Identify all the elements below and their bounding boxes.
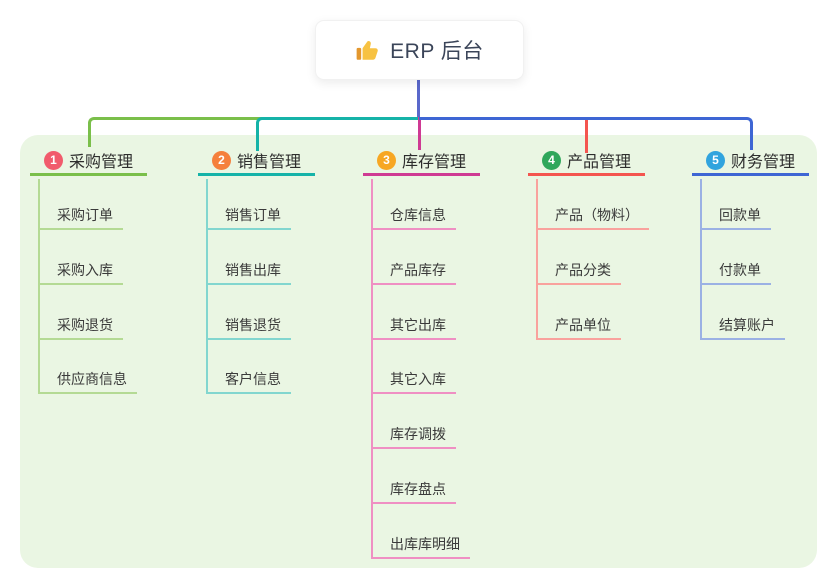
branch-connector-3 bbox=[418, 117, 421, 150]
child-node[interactable]: 采购订单 bbox=[38, 206, 123, 230]
child-node[interactable]: 客户信息 bbox=[206, 370, 291, 394]
branch-node-5[interactable]: 5 财务管理 bbox=[692, 149, 809, 176]
child-rail-4 bbox=[536, 179, 538, 340]
child-rail-1 bbox=[38, 179, 40, 395]
child-node[interactable]: 其它入库 bbox=[371, 370, 456, 394]
child-node[interactable]: 销售订单 bbox=[206, 206, 291, 230]
branch-number-badge: 3 bbox=[376, 150, 396, 170]
child-node[interactable]: 产品单位 bbox=[536, 316, 621, 340]
child-node[interactable]: 库存调拨 bbox=[371, 425, 456, 449]
branch-connector-5 bbox=[419, 117, 753, 150]
root-node-label: ERP 后台 bbox=[390, 40, 484, 63]
branch-label: 销售管理 bbox=[236, 154, 301, 171]
branch-number-badge: 1 bbox=[43, 150, 63, 170]
branch-node-4[interactable]: 4 产品管理 bbox=[528, 149, 645, 176]
branch-connector-1 bbox=[88, 117, 419, 147]
child-node[interactable]: 结算账户 bbox=[700, 316, 785, 340]
branch-node-2[interactable]: 2 销售管理 bbox=[198, 149, 315, 176]
branch-node-3[interactable]: 3 库存管理 bbox=[363, 149, 480, 176]
child-rail-2 bbox=[206, 179, 208, 395]
branch-node-1[interactable]: 1 采购管理 bbox=[30, 149, 147, 176]
branch-label: 产品管理 bbox=[566, 154, 631, 171]
child-node[interactable]: 出库库明细 bbox=[371, 535, 470, 559]
branch-label: 采购管理 bbox=[68, 154, 133, 171]
child-node[interactable]: 供应商信息 bbox=[38, 370, 137, 394]
child-node[interactable]: 付款单 bbox=[700, 261, 771, 285]
child-node[interactable]: 采购入库 bbox=[38, 261, 123, 285]
child-node[interactable]: 回款单 bbox=[700, 206, 771, 230]
branch-label: 库存管理 bbox=[401, 154, 466, 171]
branch-number-badge: 4 bbox=[541, 150, 561, 170]
branch-connector-4 bbox=[585, 120, 588, 153]
child-node[interactable]: 采购退货 bbox=[38, 316, 123, 340]
root-node[interactable]: ERP 后台 bbox=[315, 20, 524, 80]
child-node[interactable]: 其它出库 bbox=[371, 316, 456, 340]
child-node[interactable]: 销售退货 bbox=[206, 316, 291, 340]
thumbs-up-icon bbox=[356, 41, 378, 60]
branch-number-badge: 5 bbox=[705, 150, 725, 170]
root-connector-line bbox=[417, 79, 420, 120]
child-node[interactable]: 仓库信息 bbox=[371, 206, 456, 230]
branch-label: 财务管理 bbox=[730, 154, 795, 171]
branch-number-badge: 2 bbox=[211, 150, 231, 170]
child-node[interactable]: 产品库存 bbox=[371, 261, 456, 285]
child-node[interactable]: 产品（物料） bbox=[536, 206, 649, 230]
child-node[interactable]: 库存盘点 bbox=[371, 480, 456, 504]
branches-panel bbox=[20, 135, 817, 568]
child-node[interactable]: 销售出库 bbox=[206, 261, 291, 285]
child-node[interactable]: 产品分类 bbox=[536, 261, 621, 285]
child-rail-5 bbox=[700, 179, 702, 340]
child-rail-3 bbox=[371, 179, 373, 559]
branch-connector-2 bbox=[256, 117, 419, 151]
